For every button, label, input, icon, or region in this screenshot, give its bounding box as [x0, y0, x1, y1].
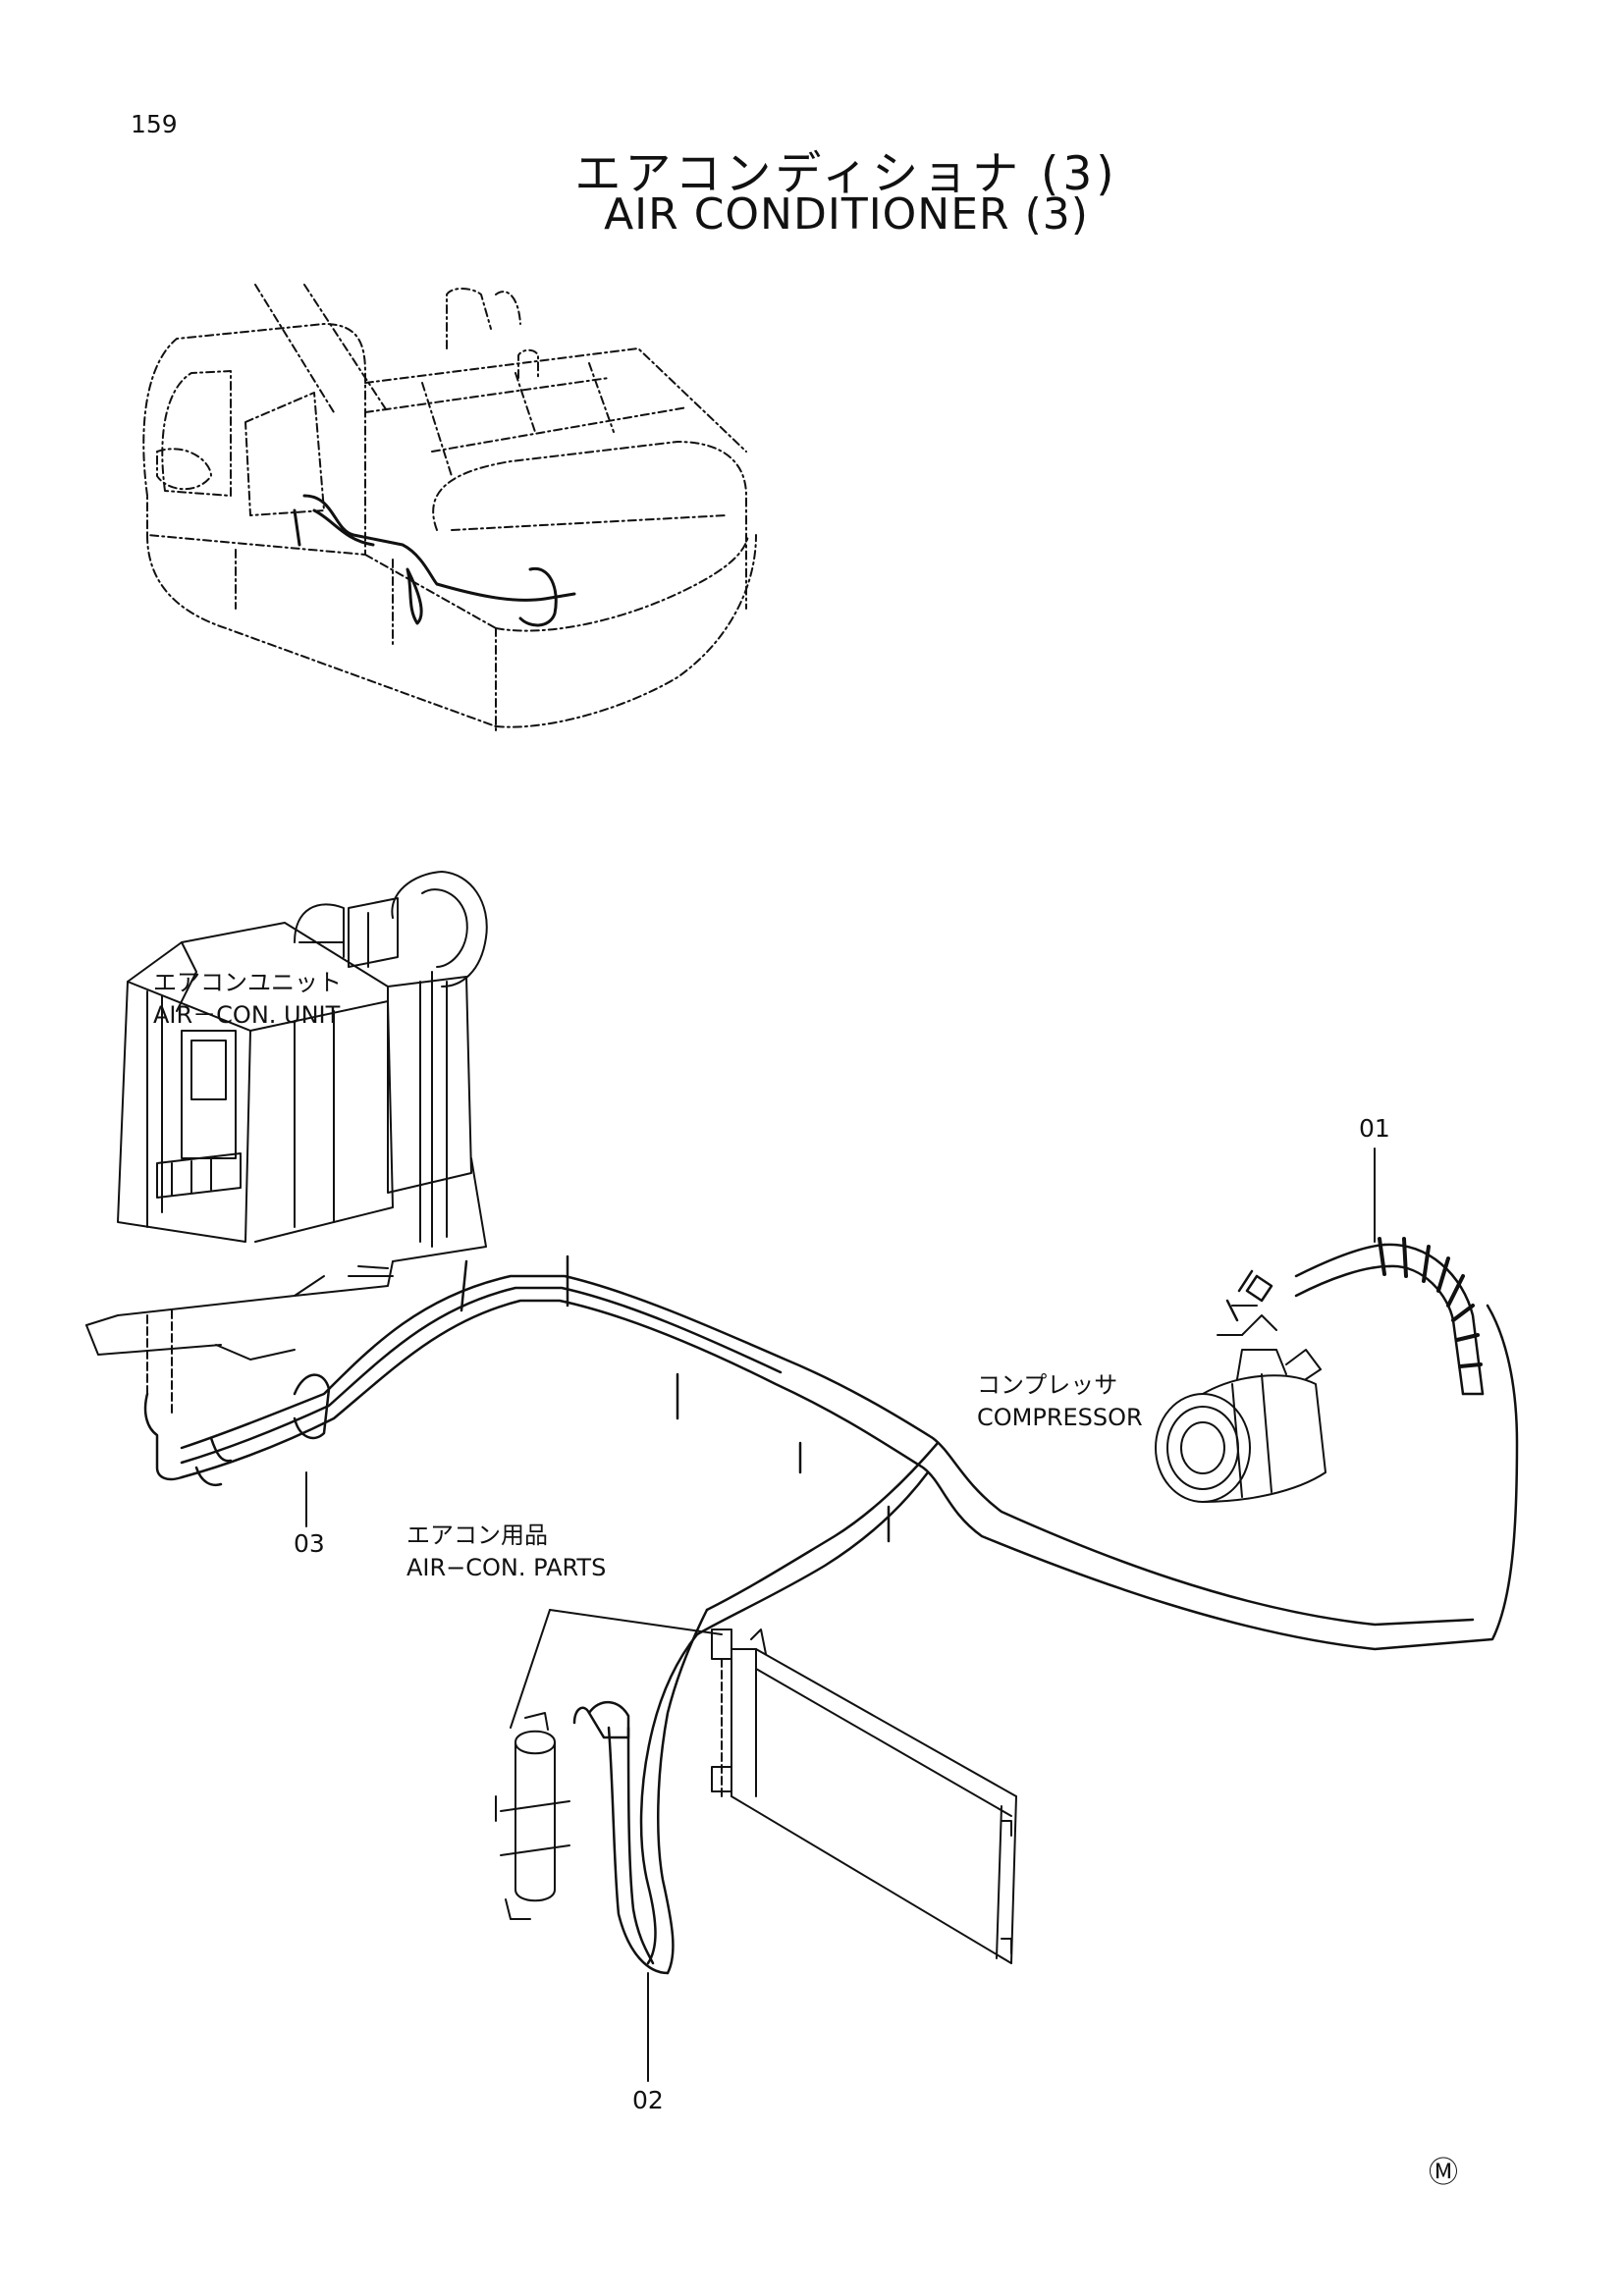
callout-02: 02 [632, 2086, 664, 2114]
air-con-parts-label-en: AIR−CON. PARTS [406, 1554, 607, 1581]
air-con-parts-label-jp: エアコン用品 [406, 1522, 548, 1549]
receiver-drier [495, 1712, 570, 1920]
compressor-label-jp: コンプレッサ [977, 1371, 1118, 1399]
compressor [1155, 1305, 1326, 1503]
hose-01 [1225, 1237, 1485, 1396]
callout-03: 03 [294, 1529, 325, 1558]
air-con-unit-label-jp: エアコンユニット [153, 969, 342, 996]
air-con-unit-label-en: AIR－CON. UNIT [153, 1001, 341, 1029]
air-con-unit [85, 871, 488, 1415]
condenser [711, 1629, 1017, 1964]
callout-01: 01 [1359, 1114, 1390, 1143]
model-mark: Ⓜ [1429, 2156, 1458, 2190]
machine-ac-piping [293, 494, 576, 627]
compressor-label-en: COMPRESSOR [977, 1404, 1143, 1431]
page-number: 159 [131, 110, 178, 138]
leader-lines [305, 1148, 1376, 2082]
main-piping [143, 1255, 1519, 1975]
page-title-english: AIR CONDITIONER (3) [604, 189, 1089, 240]
page-title-japanese: エアコンディショナ (3) [574, 147, 1118, 201]
machine-overview [142, 284, 757, 732]
